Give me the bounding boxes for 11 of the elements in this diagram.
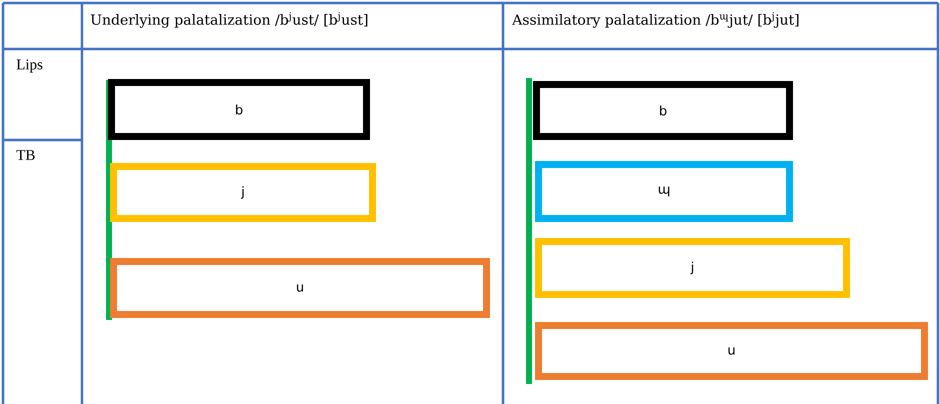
header-text: Underlying palatalization /b$^{j}$ust/ [b$^{j}$ust] (90, 12, 368, 28)
row-label: TB (16, 150, 35, 160)
header-text: Assimilatory palatalization /b$^{ɰ}$jut/ [b$^{j}$jut] (512, 12, 798, 28)
bar-box: u (535, 322, 928, 380)
bar-box: b (108, 79, 370, 140)
bar-box: u (110, 258, 490, 318)
bar-box: ɰ (535, 161, 793, 222)
bar-box: j (535, 238, 850, 298)
bar-box: j (110, 163, 376, 222)
bar-box: b (533, 81, 793, 140)
row-label: Lips (16, 59, 42, 73)
